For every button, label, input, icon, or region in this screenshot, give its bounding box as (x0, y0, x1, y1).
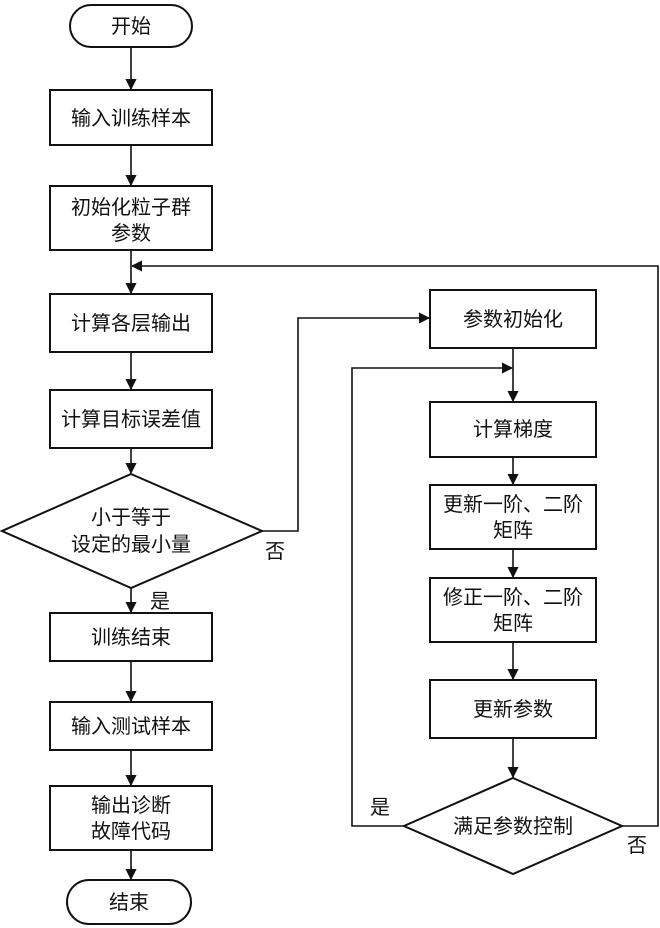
param-check-label: 满足参数控制 (453, 814, 573, 838)
param-check-diamond (401, 776, 625, 876)
output-code-label-2: 故障代码 (91, 819, 171, 843)
correct-moments-box (429, 577, 597, 643)
arrow-decision-no-to-param-init (262, 312, 431, 532)
start-label: 开始 (111, 14, 151, 38)
param-check-no-label: 否 (627, 833, 647, 857)
init-swarm-label-2: 参数 (111, 221, 151, 245)
correct-moments-label-1: 修正一阶、二阶 (443, 585, 583, 609)
train-end-label: 训练结束 (91, 625, 171, 649)
update-params-label: 更新参数 (473, 697, 553, 721)
update-moments-box (429, 484, 597, 550)
input-test-label: 输入测试样本 (71, 714, 191, 738)
output-code-box (49, 785, 213, 851)
end-label: 结束 (109, 890, 149, 914)
param-check-yes-label: 是 (370, 795, 390, 819)
arrow-check-yes-loop (351, 362, 514, 827)
decision-min-yes-label: 是 (150, 589, 170, 613)
compute-outputs-box (49, 293, 213, 353)
output-code-label-1: 输出诊断 (91, 793, 171, 817)
update-moments-label-2: 矩阵 (493, 518, 533, 542)
compute-grad-label: 计算梯度 (473, 417, 553, 441)
decision-min-label-2: 设定的最小量 (71, 532, 191, 556)
param-init-box (429, 289, 597, 349)
arrow-check-no-to-outputs (130, 260, 659, 827)
compute-error-label: 计算目标误差值 (61, 407, 201, 431)
input-train-box (49, 89, 213, 146)
decision-min-diamond (0, 472, 265, 590)
param-init-label: 参数初始化 (463, 307, 563, 331)
decision-min-label-1: 小于等于 (91, 505, 171, 529)
compute-outputs-label: 计算各层输出 (71, 311, 191, 335)
update-moments-label-1: 更新一阶、二阶 (443, 492, 583, 516)
decision-min-no-label: 否 (265, 539, 285, 563)
input-train-label: 输入训练样本 (71, 106, 191, 130)
correct-moments-label-2: 矩阵 (493, 611, 533, 635)
init-swarm-label-1: 初始化粒子群 (71, 195, 191, 219)
